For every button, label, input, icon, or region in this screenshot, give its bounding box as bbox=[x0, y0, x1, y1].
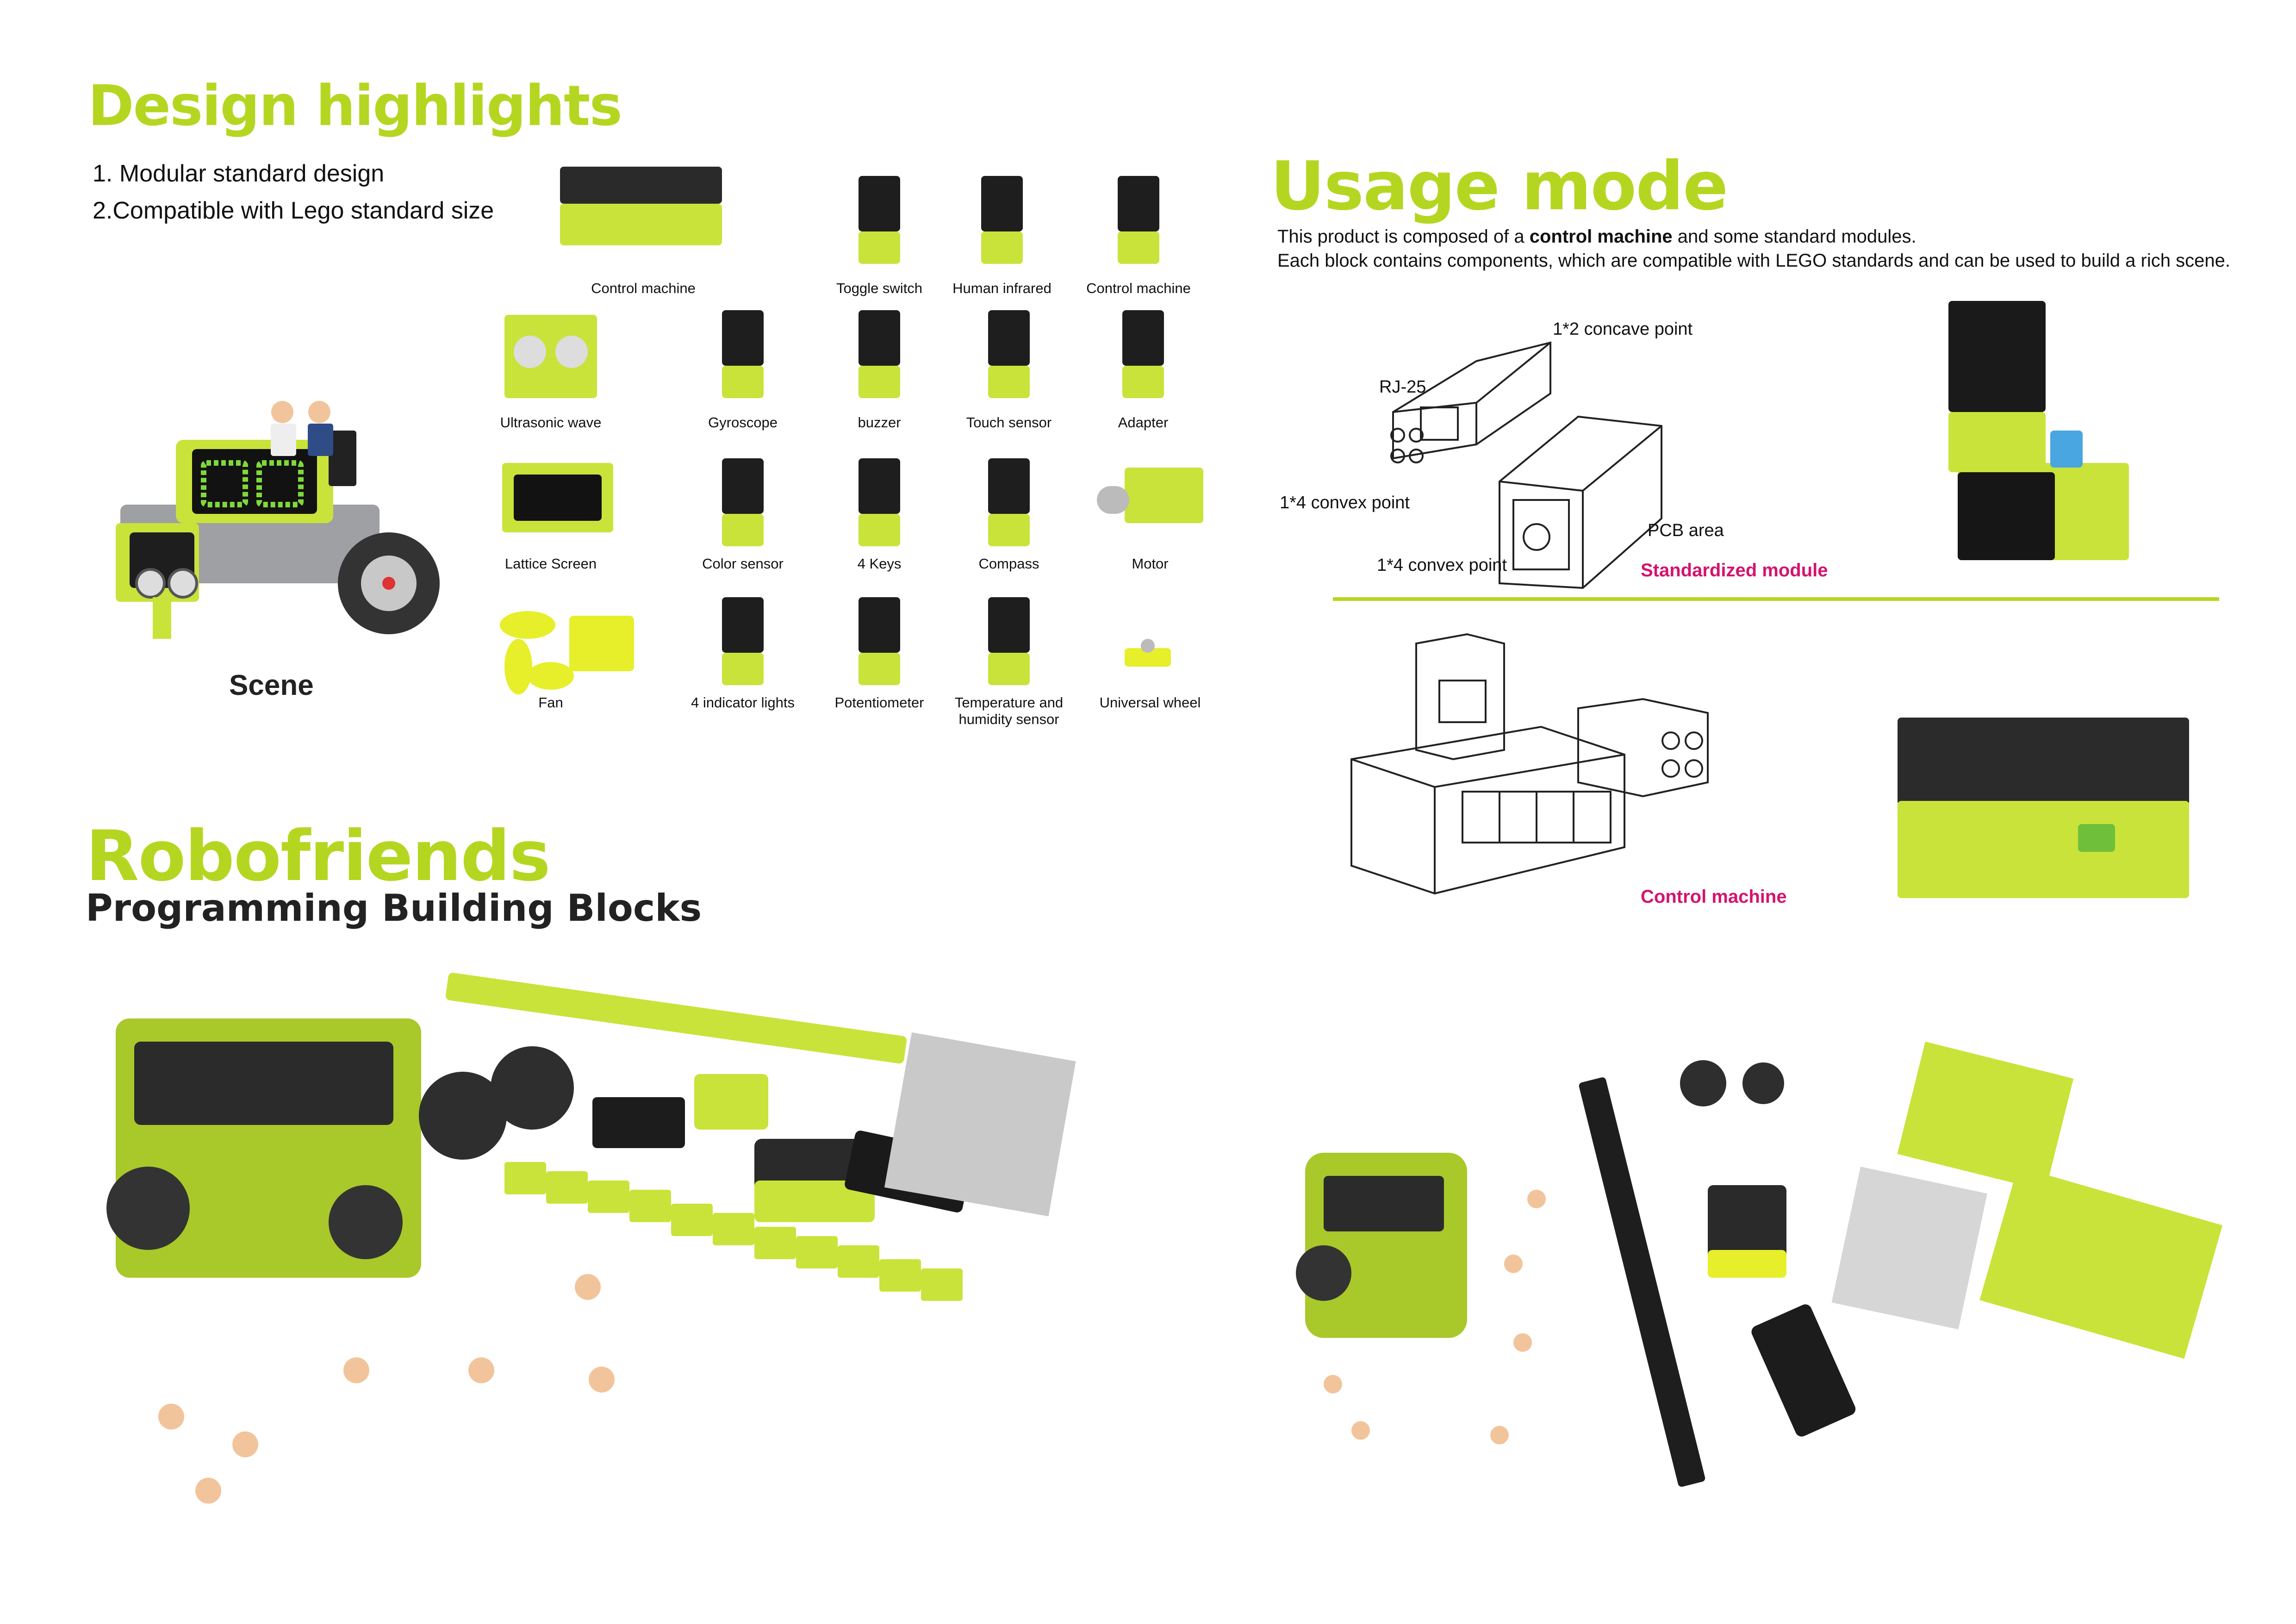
module-adapter bbox=[1122, 310, 1164, 398]
label-concave-point: 1*2 concave point bbox=[1553, 319, 1693, 339]
module-caption: 4 Keys bbox=[857, 556, 902, 572]
module-potentiometer bbox=[859, 597, 900, 685]
module-caption: Gyroscope bbox=[708, 414, 778, 431]
module-color-sensor bbox=[722, 458, 764, 546]
module-caption: buzzer bbox=[858, 414, 901, 431]
module-caption: Lattice Screen bbox=[504, 556, 597, 572]
module-4-indicator-lights bbox=[722, 597, 764, 685]
module-fan bbox=[491, 597, 639, 704]
module-caption: Universal wheel bbox=[1099, 694, 1201, 711]
module-temperature-humidity-sensor bbox=[988, 597, 1030, 685]
usage-mode-title: Usage mode bbox=[1270, 147, 1728, 225]
module-4-keys bbox=[859, 458, 900, 546]
robofriends-subtitle: Programming Building Blocks bbox=[86, 887, 702, 930]
module-touch-sensor bbox=[988, 310, 1030, 398]
module-lattice-screen bbox=[502, 463, 613, 532]
module-caption: Control machine bbox=[591, 280, 696, 296]
robofriends-title: Robofriends bbox=[86, 816, 551, 897]
label-rj25: RJ-25 bbox=[1379, 377, 1426, 397]
module-caption: 4 indicator lights bbox=[691, 694, 795, 711]
module-caption: Ultrasonic wave bbox=[500, 414, 602, 431]
module-caption: Human infrared bbox=[952, 280, 1052, 296]
usage-desc-line-2: Each block contains components, which ar… bbox=[1277, 250, 2230, 271]
module-caption: Control machine bbox=[1086, 280, 1191, 296]
module-ultrasonic-wave bbox=[504, 315, 597, 398]
module-human-infrared bbox=[981, 176, 1023, 264]
usage-desc-text: and some standard modules. bbox=[1672, 226, 1916, 247]
scene-robot-image bbox=[111, 366, 440, 662]
module-compass bbox=[988, 458, 1030, 546]
module-caption: Motor bbox=[1132, 556, 1169, 572]
module-universal-wheel bbox=[1125, 639, 1171, 671]
module-caption: Adapter bbox=[1118, 414, 1169, 431]
module-gyroscope bbox=[722, 310, 764, 398]
label-convex-point-2: 1*4 convex point bbox=[1377, 556, 1507, 575]
highlight-point-2: 2.Compatible with Lego standard size bbox=[93, 197, 494, 224]
section-divider bbox=[1333, 597, 2219, 601]
module-caption: Potentiometer bbox=[834, 694, 924, 711]
usage-desc-bold: control machine bbox=[1529, 226, 1673, 247]
module-caption: Temperature and humidity sensor bbox=[954, 694, 1064, 727]
kit-photo-right bbox=[1240, 1014, 2277, 1542]
label-pcb-area: PCB area bbox=[1648, 521, 1724, 540]
label-standardized-module: Standardized module bbox=[1641, 560, 1828, 581]
usage-desc-text: This product is composed of a bbox=[1277, 226, 1530, 247]
design-highlights-title: Design highlights bbox=[88, 74, 622, 138]
module-control-machine bbox=[560, 167, 722, 250]
control-machine-diagram bbox=[1347, 633, 1726, 903]
label-control-machine: Control machine bbox=[1641, 887, 1787, 907]
module-caption: Fan bbox=[538, 694, 563, 711]
standardized-module-photo bbox=[1944, 296, 2138, 574]
module-toggle-switch bbox=[859, 176, 900, 264]
standardized-module-diagram bbox=[1384, 324, 1685, 593]
module-caption: Color sensor bbox=[702, 556, 784, 572]
label-convex-point-1: 1*4 convex point bbox=[1280, 493, 1410, 512]
module-control-machine-2 bbox=[1118, 176, 1159, 264]
scene-label: Scene bbox=[229, 669, 314, 701]
usage-description: This product is composed of a control ma… bbox=[1277, 225, 2230, 273]
kit-photo-left bbox=[106, 963, 1208, 1537]
module-motor bbox=[1097, 468, 1203, 528]
module-caption: Touch sensor bbox=[966, 414, 1052, 431]
control-machine-photo bbox=[1893, 713, 2198, 907]
highlight-point-1: 1. Modular standard design bbox=[93, 160, 385, 187]
module-grid: Control machine Toggle switch Human infr… bbox=[481, 157, 1268, 741]
module-caption: Toggle switch bbox=[836, 280, 923, 296]
module-buzzer bbox=[859, 310, 900, 398]
module-caption: Compass bbox=[978, 556, 1039, 572]
